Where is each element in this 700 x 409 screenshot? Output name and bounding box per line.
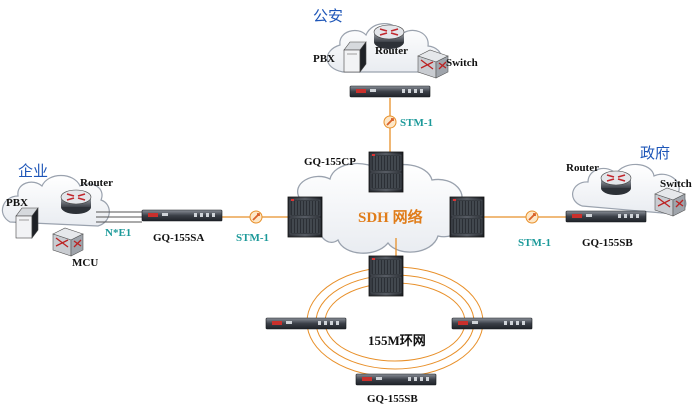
core-rack-top [368,151,404,193]
router-icon-enterprise [60,189,92,215]
device-label-enterprise: GQ-155SA [153,232,204,244]
stm-label-left: STM-1 [236,232,269,244]
device-label-ring-bottom: GQ-155SB [367,393,418,405]
router-label-enterprise: Router [80,177,113,189]
device-label-government: GQ-155SB [582,237,633,249]
pbx-icon-police [343,41,367,73]
mux-device-ring-bottom [355,373,437,386]
sdh-network-label: SDH 网络 [358,208,423,226]
mcu-icon-enterprise [52,227,84,257]
core-rack-left [287,196,323,238]
core-rack-bottom [368,255,404,297]
site-police-name: 公安 [313,7,343,25]
mcu-label-enterprise: MCU [72,257,98,269]
mux-device-police [349,85,431,98]
mux-device-government [565,210,647,223]
ring-label: 155M环网 [368,333,426,348]
switch-label-government: Switch [660,178,692,190]
stm-link-icon-right [525,210,539,224]
router-icon-government [600,170,632,196]
switch-icon-police [417,49,449,79]
stm-label-top: STM-1 [400,117,433,129]
core-cp-label: GQ-155CP [304,156,356,168]
stm-link-icon-left [249,210,263,224]
cloud-sdh [291,162,466,254]
mux-device-ring-right [451,317,533,330]
site-government-name: 政府 [640,144,670,162]
mux-device-ring-left [265,317,347,330]
site-enterprise-name: 企业 [18,162,48,180]
e1-link [96,211,142,223]
core-rack-right [449,196,485,238]
pbx-label-enterprise: PBX [6,197,28,209]
stm-link-icon-top [383,115,397,129]
router-label-police: Router [375,45,408,57]
router-label-government: Router [566,162,599,174]
pbx-icon-enterprise [15,207,39,239]
mux-device-enterprise [141,209,223,222]
e1-link-label: N*E1 [105,227,131,239]
switch-label-police: Switch [446,57,478,69]
stm-label-right: STM-1 [518,237,551,249]
pbx-label-police: PBX [313,53,335,65]
switch-icon-government [654,187,686,217]
